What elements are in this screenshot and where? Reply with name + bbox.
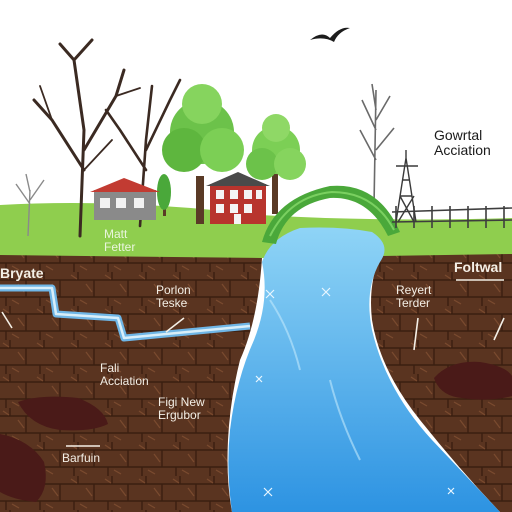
rock — [18, 396, 108, 431]
underground-pipe-highlight — [0, 286, 251, 340]
bridge-icon — [262, 185, 400, 244]
label-bottom-left: Barfuin — [62, 451, 101, 465]
house-icon — [90, 178, 160, 220]
pointer-line — [493, 317, 505, 341]
house-icon-red — [206, 172, 270, 224]
fence-icon — [391, 206, 512, 228]
river — [228, 227, 500, 512]
bare-tree — [32, 38, 141, 238]
bird-icon — [310, 27, 350, 42]
label-left-edge: Bryate — [0, 265, 44, 281]
rock — [434, 361, 512, 400]
tree-icon — [246, 114, 306, 214]
bare-tree-small — [15, 173, 45, 237]
soil-left — [0, 255, 262, 512]
tree-icon — [162, 84, 244, 224]
pointer-line — [165, 317, 185, 333]
river-highlight — [269, 299, 361, 461]
pointer-line — [1, 311, 13, 329]
tree-icon-small — [157, 174, 171, 216]
water-sparkle — [255, 287, 455, 497]
bare-tree — [104, 78, 182, 228]
rock — [0, 434, 46, 502]
pointer-line — [413, 317, 419, 351]
power-tower-icon — [395, 150, 418, 223]
label-right-upper: Foltwal — [454, 259, 503, 275]
bare-tree-tall — [359, 83, 395, 207]
